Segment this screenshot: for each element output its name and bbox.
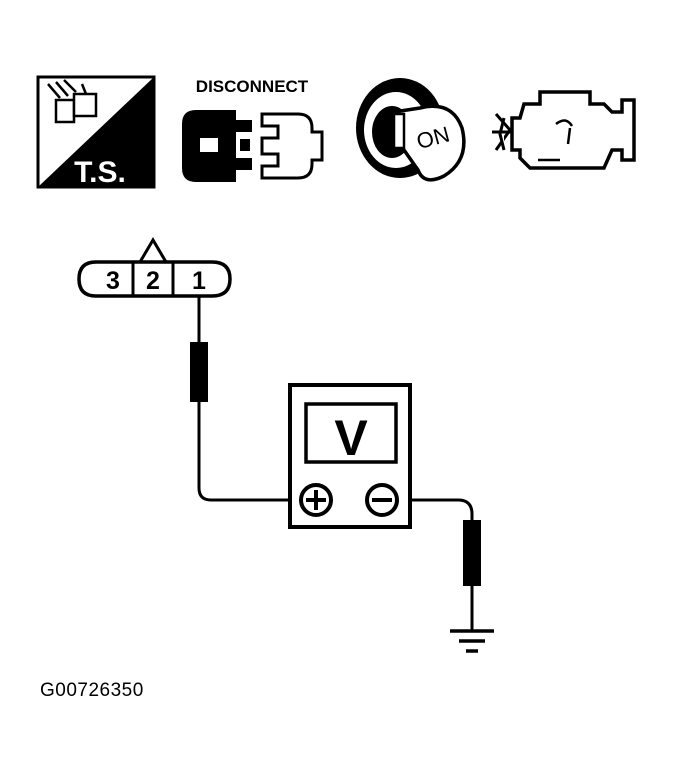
disconnect-icon: DISCONNECT: [182, 77, 324, 182]
voltmeter: V: [288, 383, 412, 529]
negative-probe: [463, 520, 481, 586]
negative-terminal-icon: [365, 483, 399, 517]
connector-pin-1: 1: [192, 267, 206, 295]
connector-latch-icon: [137, 237, 169, 264]
meter-display-unit: V: [334, 410, 368, 466]
positive-test-lead: [190, 296, 300, 502]
positive-probe: [190, 342, 208, 402]
harness-connector: 3 2 1: [77, 237, 232, 298]
ts-label: T.S.: [74, 156, 126, 189]
connector-pin-2: 2: [146, 267, 160, 295]
positive-terminal-icon: [299, 483, 333, 517]
connector-pin-3: 3: [106, 267, 120, 295]
negative-test-lead: [397, 498, 481, 630]
meter-display: [304, 402, 398, 464]
troubleshooting-icon: T.S.: [36, 75, 156, 189]
engine-icon: [492, 90, 636, 170]
ignition-on-icon: ON: [356, 78, 466, 182]
ground-icon: [450, 629, 494, 653]
figure-reference-code: G00726350: [40, 680, 144, 701]
disconnect-label: DISCONNECT: [196, 77, 309, 96]
